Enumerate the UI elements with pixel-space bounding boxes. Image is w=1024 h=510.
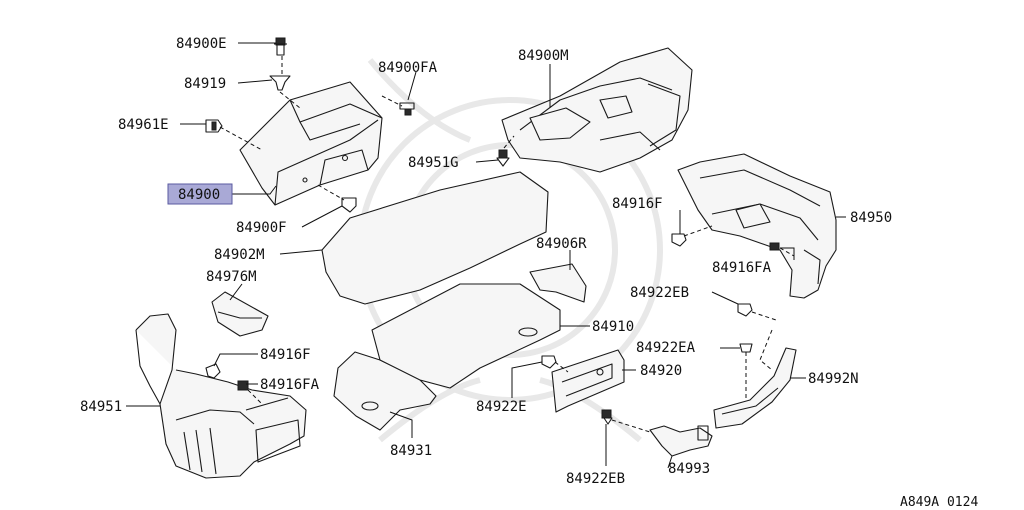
screw-84916F-left-part [205, 363, 221, 379]
cover-84931-part [333, 351, 437, 431]
trim-84900M-part [501, 47, 693, 173]
screw-84961E-part [205, 119, 223, 133]
label-84916FA-left[interactable]: 84916FA [260, 377, 320, 393]
label-84931[interactable]: 84931 [390, 443, 432, 459]
highlight-84900 [167, 183, 233, 205]
bracket-84976M-part [211, 291, 269, 337]
label-84919[interactable]: 84919 [184, 76, 226, 92]
label-84900[interactable]: 84900 [178, 187, 220, 203]
label-84922EA[interactable]: 84922EA [636, 340, 696, 356]
label-84900M[interactable]: 84900M [518, 48, 569, 64]
label-84922EB-top[interactable]: 84922EB [630, 285, 689, 301]
screw-84922EB-top-part [737, 303, 777, 321]
label-84900F[interactable]: 84900F [236, 220, 287, 236]
clip-84919-part [269, 75, 291, 91]
label-84950[interactable]: 84950 [850, 210, 892, 226]
clip-84900E-part [274, 37, 287, 56]
label-84951G[interactable]: 84951G [408, 155, 459, 171]
fastener-84900FA-part [399, 102, 415, 116]
screw-84951G-part [496, 135, 515, 167]
clip-84922EA-part [739, 343, 753, 398]
label-84993[interactable]: 84993 [668, 461, 710, 477]
label-84992N[interactable]: 84992N [808, 371, 859, 387]
label-84951[interactable]: 84951 [80, 399, 122, 415]
label-84906R[interactable]: 84906R [536, 236, 587, 252]
side-panel-84951-part [135, 313, 307, 479]
screw-84922EB-bottom-part [601, 409, 651, 433]
label-84920[interactable]: 84920 [640, 363, 682, 379]
label-84916F-right[interactable]: 84916F [612, 196, 663, 212]
label-84916F-left[interactable]: 84916F [260, 347, 311, 363]
screw-84922E-part [541, 355, 569, 373]
bracket-84993-part [649, 425, 713, 457]
label-84900E[interactable]: 84900E [176, 36, 227, 52]
leader-lines [126, 42, 846, 469]
diagram-id: A849A 0124 [900, 495, 978, 510]
screw-84916FA-right-part [769, 242, 795, 257]
side-panel-84950-part [677, 153, 837, 299]
label-84922E[interactable]: 84922E [476, 399, 527, 415]
floor-mat-84902M-part [321, 171, 549, 305]
callout-labels: 84900E 84919 84900FA 84961E 84900 84900F… [80, 36, 978, 510]
plate-84920-part [551, 349, 625, 413]
clip-84900F-part [317, 184, 357, 213]
screw-84916FA-left-part [237, 380, 263, 405]
label-84916FA-right[interactable]: 84916FA [712, 260, 772, 276]
floor-board-84910-part [371, 283, 561, 389]
rail-84992N-part [713, 329, 797, 429]
plate-84906R-part [529, 263, 587, 303]
label-84922EB-bottom[interactable]: 84922EB [566, 471, 625, 487]
screw-84916F-right-part [671, 233, 687, 247]
label-84900FA[interactable]: 84900FA [378, 60, 438, 76]
label-84976M[interactable]: 84976M [206, 269, 257, 285]
label-84910[interactable]: 84910 [592, 319, 634, 335]
label-84902M[interactable]: 84902M [214, 247, 265, 263]
rear-panel-84900-part [219, 56, 403, 206]
label-84961E[interactable]: 84961E [118, 117, 169, 133]
